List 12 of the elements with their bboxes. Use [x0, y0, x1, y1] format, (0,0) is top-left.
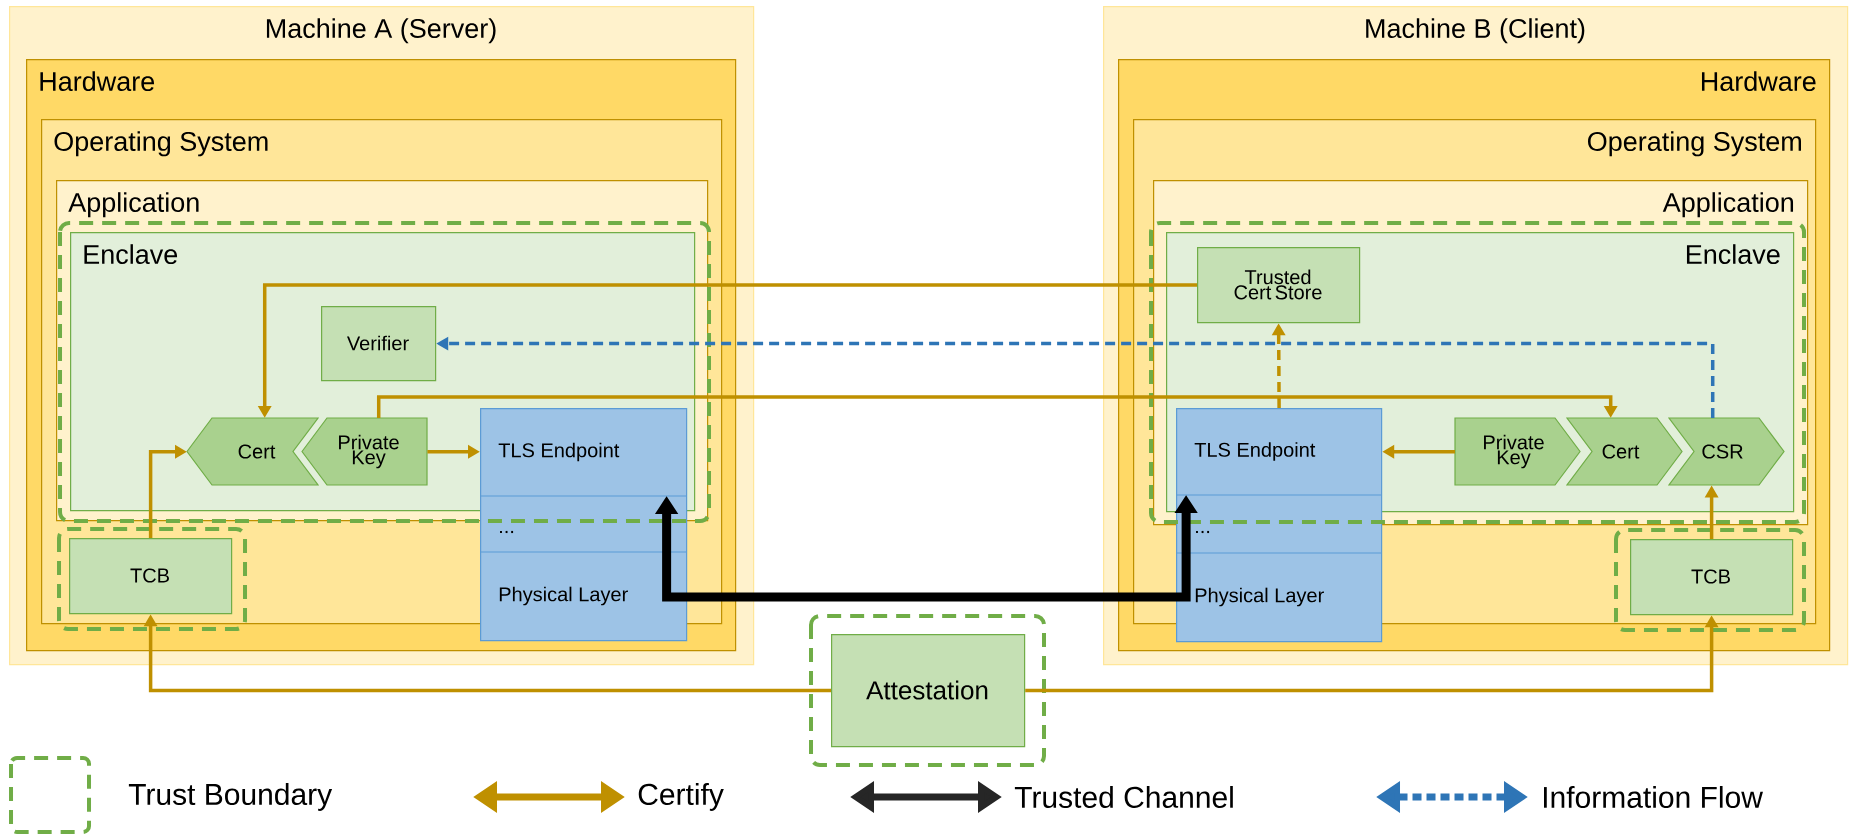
legend-label: Trusted Channel [1014, 786, 1233, 808]
legend-label: Trust Boundary [128, 783, 333, 811]
legend-label: Certify [638, 783, 724, 811]
legend-label: Information Flow [1543, 786, 1763, 808]
component-box: Verifier [321, 306, 437, 382]
protocol-stack: TLS Endpoint ... Physical Layer [1175, 408, 1383, 643]
protocol-stack: TLS Endpoint ... Physical Layer [479, 408, 688, 642]
component-box: Trusted Cert Store [1197, 247, 1361, 324]
component-box: TCB [69, 538, 233, 615]
component-box: Attestation [831, 634, 1026, 748]
arrow [376, 395, 1618, 418]
component-box: TCB [1630, 539, 1794, 616]
